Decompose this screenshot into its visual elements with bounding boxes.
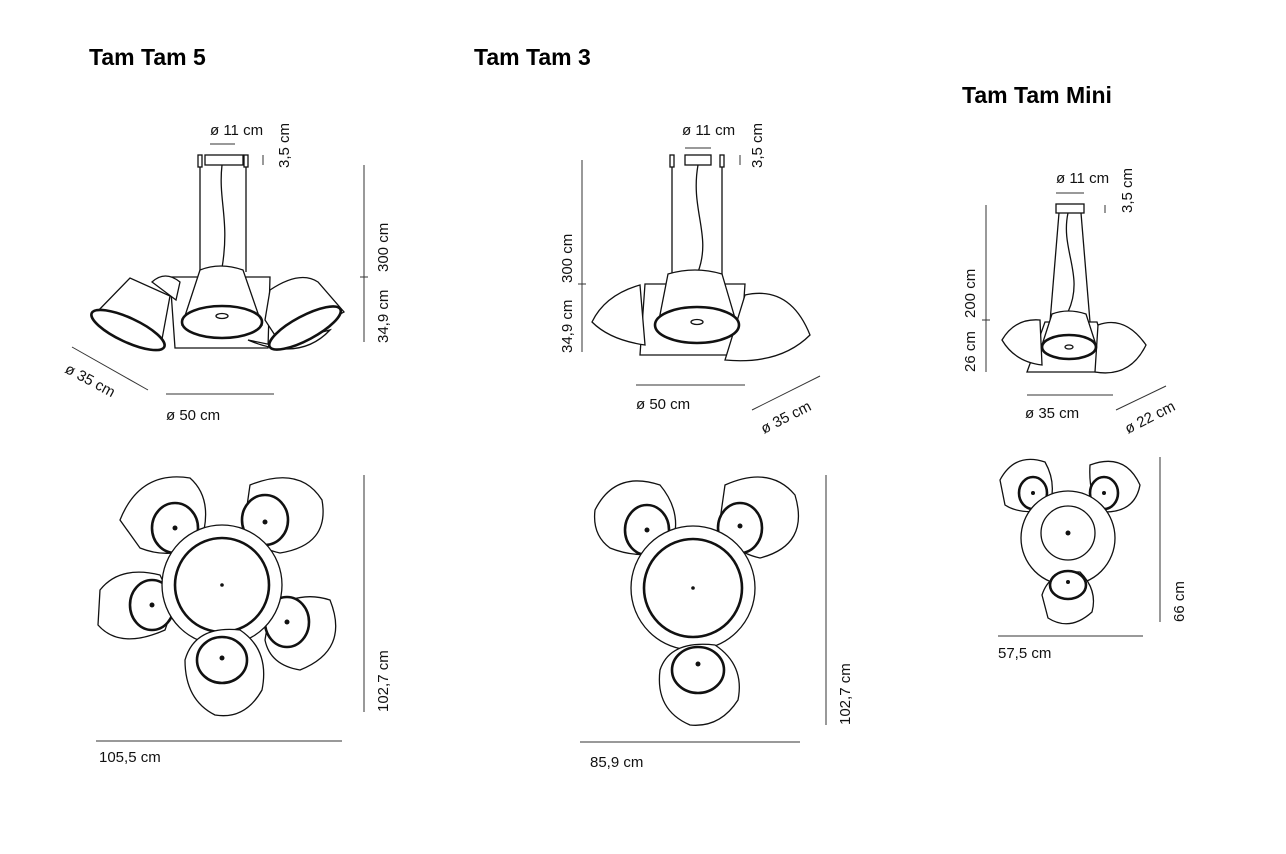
product-title: Tam Tam 3: [474, 44, 591, 70]
canopy-height-label: 3,5 cm: [1119, 168, 1136, 213]
top-width-label: 85,9 cm: [590, 754, 643, 771]
canopy-height-label: 3,5 cm: [749, 123, 766, 168]
fixture-height-label: 34,9 cm: [375, 290, 392, 343]
cable-length-label: 200 cm: [962, 269, 979, 318]
product-title: Tam Tam Mini: [962, 82, 1112, 108]
top-width-label: 57,5 cm: [998, 645, 1051, 662]
top-depth-label: 102,7 cm: [837, 663, 854, 725]
shade-diameter-label: ø 35 cm: [758, 398, 814, 438]
canopy-diameter-label: ø 11 cm: [210, 122, 263, 139]
fixture-height-label: 34,9 cm: [559, 300, 576, 353]
tam-tam-mini: Tam Tam Mini ø 11 cm 3,5 cm 200 cm 26 cm…: [962, 82, 1188, 662]
top-view-drawing: [97, 476, 337, 717]
plate-diameter-label: ø 35 cm: [1025, 405, 1079, 422]
tam-tam-3: Tam Tam 3 ø 11 cm 3,5 cm 300 cm 34,9 c: [474, 44, 854, 771]
top-view-drawing: [593, 476, 800, 726]
top-width-label: 105,5 cm: [99, 749, 161, 766]
plate-diameter-label: ø 50 cm: [166, 407, 220, 424]
side-view-drawing: [90, 154, 346, 352]
shade-diameter-label: ø 22 cm: [1122, 398, 1178, 438]
top-depth-label: 66 cm: [1171, 581, 1188, 622]
top-view-drawing: [999, 458, 1141, 625]
shade-diameter-label: ø 35 cm: [62, 361, 118, 401]
side-view-drawing: [1001, 203, 1147, 374]
canopy-height-label: 3,5 cm: [276, 123, 293, 168]
dimension-lines: [71, 143, 368, 395]
canopy-diameter-label: ø 11 cm: [682, 122, 735, 139]
dimension-lines: [578, 147, 821, 411]
product-title: Tam Tam 5: [89, 44, 206, 70]
tam-tam-5: Tam Tam 5 ø 11 cm: [62, 44, 392, 766]
side-view-drawing: [591, 154, 811, 362]
plate-diameter-label: ø 50 cm: [636, 396, 690, 413]
canopy-diameter-label: ø 11 cm: [1056, 170, 1109, 187]
top-depth-label: 102,7 cm: [375, 650, 392, 712]
fixture-height-label: 26 cm: [962, 331, 979, 372]
cable-length-label: 300 cm: [559, 234, 576, 283]
dimension-lines: [982, 192, 1167, 411]
cable-length-label: 300 cm: [375, 223, 392, 272]
